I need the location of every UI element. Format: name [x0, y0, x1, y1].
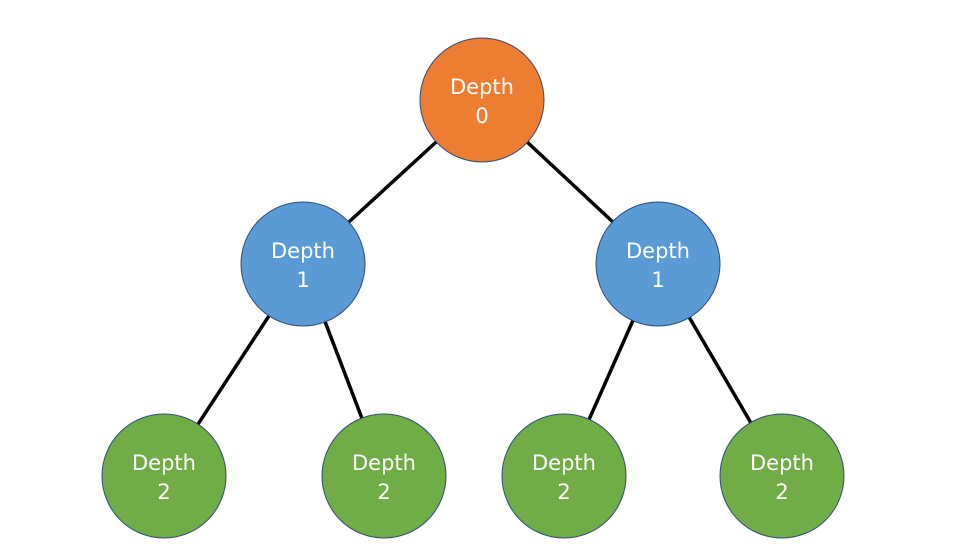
tree-node-depth-2: Depth 2	[101, 413, 227, 539]
tree-node-depth-2: Depth 2	[719, 413, 845, 539]
node-circle	[101, 413, 227, 539]
node-label-line1: Depth	[132, 451, 196, 475]
node-circle	[719, 413, 845, 539]
edge-n2-n5	[587, 319, 635, 421]
edge-n1-n4	[323, 321, 364, 419]
tree-node-depth-0: Depth 0	[419, 37, 545, 163]
node-label-line2: 2	[557, 480, 570, 504]
edge-n0-n1	[347, 140, 438, 224]
node-label-line2: 1	[296, 268, 309, 292]
node-label-line1: Depth	[626, 239, 690, 263]
edge-n0-n2	[526, 140, 614, 224]
node-label-line2: 2	[775, 480, 788, 504]
node-label-line1: Depth	[271, 239, 335, 263]
node-label-line2: 1	[651, 268, 664, 292]
node-label-line2: 2	[157, 480, 170, 504]
node-label-line2: 0	[475, 104, 488, 128]
node-circle	[501, 413, 627, 539]
tree-node-depth-2: Depth 2	[321, 413, 447, 539]
node-label-line1: Depth	[352, 451, 416, 475]
node-label-line1: Depth	[450, 75, 514, 99]
tree-node-depth-1: Depth 1	[595, 201, 721, 327]
edge-n2-n6	[687, 316, 753, 424]
node-circle	[419, 37, 545, 163]
nodes-layer: Depth0Depth1Depth1Depth2Depth2Depth2Dept…	[101, 37, 845, 539]
node-label-line1: Depth	[750, 451, 814, 475]
node-circle	[595, 201, 721, 327]
node-label-line2: 2	[377, 480, 390, 504]
edges-layer	[196, 140, 753, 426]
edge-n1-n3	[196, 314, 271, 426]
tree-node-depth-2: Depth 2	[501, 413, 627, 539]
node-circle	[240, 201, 366, 327]
node-circle	[321, 413, 447, 539]
tree-node-depth-1: Depth 1	[240, 201, 366, 327]
node-label-line1: Depth	[532, 451, 596, 475]
